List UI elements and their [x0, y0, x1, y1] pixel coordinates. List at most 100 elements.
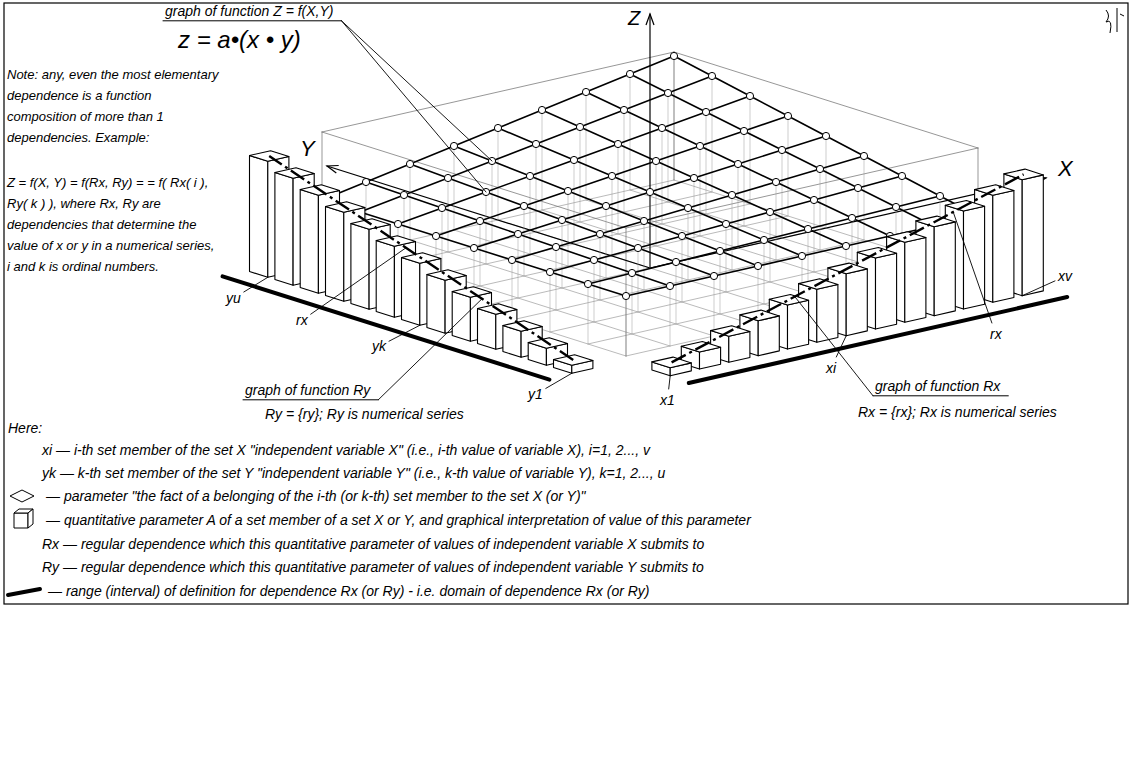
axis-label: X	[1058, 156, 1073, 182]
drop-line	[764, 240, 765, 304]
value-bar	[788, 300, 809, 349]
surface-node	[658, 124, 665, 131]
value-bar	[1004, 169, 1043, 180]
leader-line	[953, 212, 992, 323]
value-bar	[326, 207, 344, 302]
surface-node	[678, 232, 685, 239]
value-label: x1	[660, 392, 675, 409]
surface-node	[684, 204, 691, 211]
surface-mesh-line	[586, 92, 890, 236]
drop-line	[624, 110, 625, 212]
drop-line	[776, 182, 777, 260]
drop-line	[750, 96, 751, 204]
leader-line	[669, 376, 671, 389]
surface-node	[810, 196, 817, 203]
surface-node	[734, 160, 741, 167]
value-bar	[652, 357, 691, 368]
drop-line	[498, 128, 499, 220]
surface-node	[532, 140, 539, 147]
surface-node	[514, 230, 521, 237]
surface-node	[690, 174, 697, 181]
drop-line	[644, 221, 645, 290]
leader-line	[342, 21, 493, 161]
value-bar	[1022, 175, 1043, 296]
diamond-symbol	[10, 490, 34, 502]
drop-line	[650, 192, 651, 268]
drop-line	[782, 150, 783, 238]
drop-line	[442, 208, 443, 274]
surface-mesh-line	[630, 74, 934, 226]
leader-line	[389, 325, 420, 341]
surface-node	[620, 106, 627, 113]
surface-node	[722, 220, 729, 227]
surface-node	[582, 88, 589, 95]
value-bar	[300, 190, 318, 294]
surface-node	[766, 208, 773, 215]
drop-line	[486, 192, 487, 264]
surface-node	[804, 225, 811, 232]
surface-node	[564, 187, 571, 194]
function-graph-ry	[269, 156, 573, 360]
surface-mesh-line	[322, 56, 674, 200]
drop-line	[714, 276, 715, 336]
drop-line	[820, 169, 821, 250]
surface-node	[798, 252, 805, 259]
surface-mesh-line	[410, 164, 714, 276]
cube-symbol	[28, 509, 33, 528]
leader-line	[1022, 281, 1055, 296]
surface-node	[508, 256, 515, 263]
surface-node	[596, 230, 603, 237]
surface-node	[746, 92, 753, 99]
drop-line	[550, 272, 551, 332]
leader-line	[311, 248, 406, 314]
surface-node	[608, 172, 615, 179]
surface-node	[716, 247, 723, 254]
surface-node	[784, 112, 791, 119]
surface-node	[670, 52, 677, 59]
drop-line	[580, 127, 581, 222]
drop-line	[568, 191, 569, 266]
drop-line	[618, 144, 619, 234]
cube-symbol	[14, 513, 28, 528]
surface-node	[754, 262, 761, 269]
drop-line	[612, 176, 613, 256]
value-bar	[846, 269, 867, 336]
series-definition: Ry = {ry}; Ry is numerical series	[265, 406, 464, 423]
surface-node	[740, 127, 747, 134]
surface-node	[710, 272, 717, 279]
surface-node	[936, 192, 943, 199]
surface-node	[538, 106, 545, 113]
note-text: Note: any, even the most elementary depe…	[7, 64, 219, 148]
surface-node	[640, 217, 647, 224]
drop-line	[826, 136, 827, 228]
definition-line: Rx — regular dependence which this quant…	[42, 536, 704, 553]
surface-node	[760, 236, 767, 243]
surface-node	[646, 188, 653, 195]
drop-line	[454, 146, 455, 230]
surface-mesh-line	[512, 156, 864, 260]
domain-line-x	[689, 297, 1067, 383]
series-label: rx	[990, 326, 1002, 343]
value-bar	[376, 241, 394, 318]
z-axis-arrow	[646, 14, 654, 25]
surface-node	[898, 172, 905, 179]
drop-line	[788, 116, 789, 216]
definition-line: yk — k-th set member of the set Y "indep…	[42, 465, 665, 482]
value-label: yu	[226, 290, 241, 307]
value-bar	[905, 238, 926, 323]
caption-underline	[873, 395, 1008, 396]
surface-mesh-line	[360, 76, 712, 212]
surface-node	[652, 157, 659, 164]
drop-line	[694, 178, 695, 258]
drop-line	[530, 176, 531, 254]
drop-line	[556, 247, 557, 310]
surface-mesh-line	[542, 110, 846, 246]
value-label: xv	[1058, 268, 1072, 285]
leader-line	[378, 299, 482, 400]
surface-node	[672, 258, 679, 265]
caption-underline	[163, 20, 342, 21]
surface-node	[476, 217, 483, 224]
value-bar	[993, 191, 1014, 303]
surface-node	[628, 269, 635, 276]
